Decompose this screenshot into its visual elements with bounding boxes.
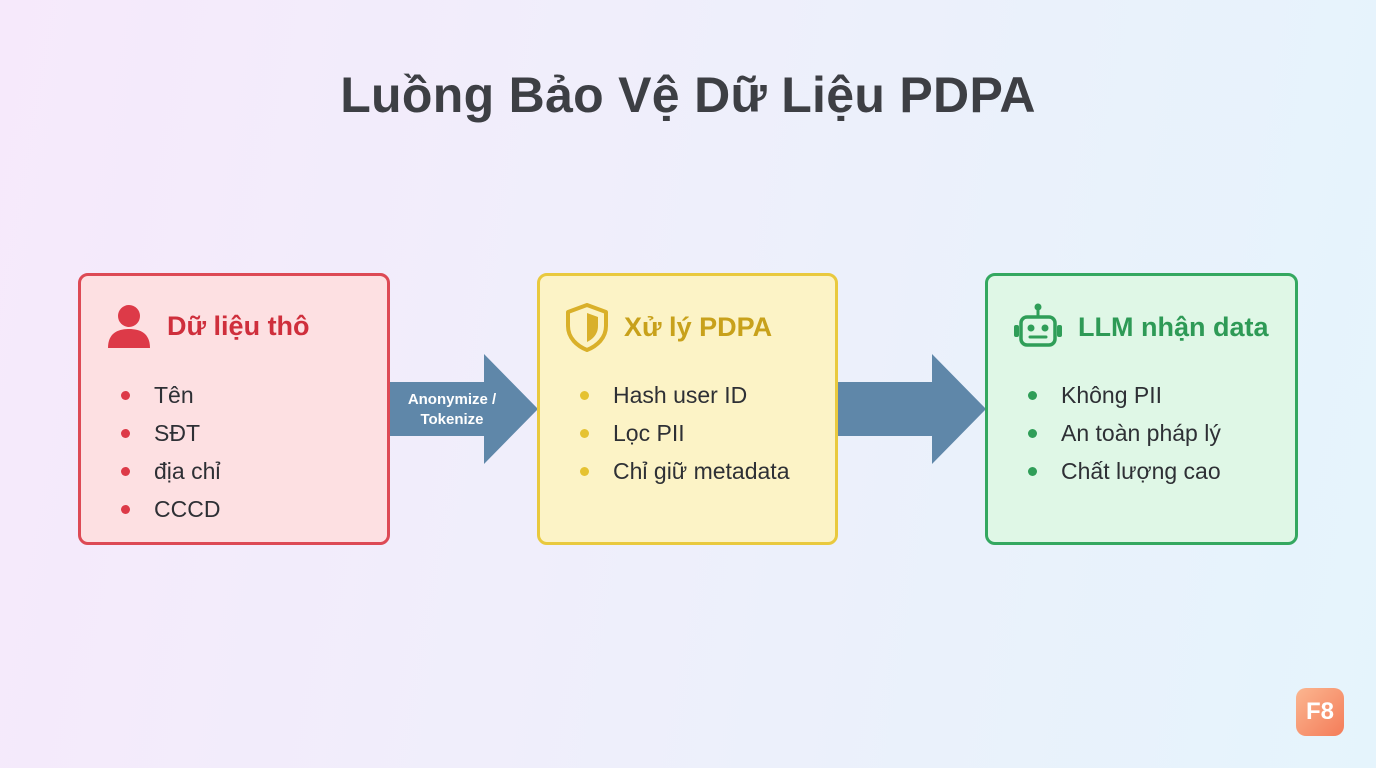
llm-data-list: Không PII An toàn pháp lý Chất lượng cao	[1028, 376, 1221, 490]
raw-data-title: Dữ liệu thô	[167, 310, 310, 341]
raw-data-header: Dữ liệu thô	[105, 302, 310, 350]
shield-icon	[564, 302, 610, 352]
list-item: Lọc PII	[580, 414, 790, 452]
raw-data-list: Tên SĐT địa chỉ CCCD	[121, 376, 220, 528]
llm-data-title: LLM nhận data	[1078, 311, 1269, 342]
list-item: SĐT	[121, 414, 220, 452]
llm-data-card: LLM nhận data Không PII An toàn pháp lý …	[985, 273, 1298, 545]
bullet-dot	[121, 504, 130, 514]
bullet-dot	[1028, 390, 1037, 400]
pdpa-processing-card: Xử lý PDPA Hash user ID Lọc PII Chỉ giữ …	[537, 273, 838, 545]
list-item: địa chỉ	[121, 452, 220, 490]
list-item: Hash user ID	[580, 376, 790, 414]
raw-data-card: Dữ liệu thô Tên SĐT địa chỉ CCCD	[78, 273, 390, 545]
list-item: CCCD	[121, 490, 220, 528]
bullet-dot	[121, 466, 130, 476]
list-item: An toàn pháp lý	[1028, 414, 1221, 452]
bullet-dot	[121, 428, 130, 438]
pdpa-processing-header: Xử lý PDPA	[564, 302, 772, 352]
bullet-dot	[580, 428, 589, 438]
list-item: Tên	[121, 376, 220, 414]
bullet-dot	[1028, 428, 1037, 438]
list-item: Chỉ giữ metadata	[580, 452, 790, 490]
to-llm-arrow	[838, 354, 986, 464]
page-title: Luồng Bảo Vệ Dữ Liệu PDPA	[340, 67, 1036, 123]
bullet-dot	[580, 466, 589, 476]
anonymize-arrow	[390, 354, 538, 464]
list-item: Chất lượng cao	[1028, 452, 1221, 490]
bullet-dot	[1028, 466, 1037, 476]
robot-icon	[1012, 302, 1064, 352]
llm-data-header: LLM nhận data	[1012, 302, 1269, 352]
pdpa-processing-list: Hash user ID Lọc PII Chỉ giữ metadata	[580, 376, 790, 490]
bullet-dot	[121, 390, 130, 400]
anonymize-arrow-label: Anonymize / Tokenize	[407, 391, 497, 428]
pdpa-processing-title: Xử lý PDPA	[624, 311, 773, 342]
list-item: Không PII	[1028, 376, 1221, 414]
bullet-dot	[580, 390, 589, 400]
f8-logo: F8	[1296, 688, 1344, 736]
user-icon	[105, 302, 153, 350]
